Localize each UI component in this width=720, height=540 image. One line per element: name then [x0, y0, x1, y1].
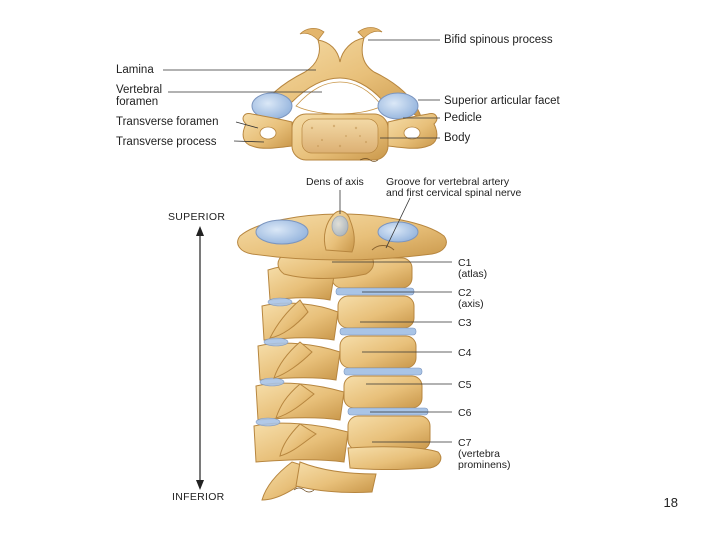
label-c4: C4	[458, 347, 472, 359]
label-c7-prominens: prominens)	[458, 459, 511, 471]
label-c2-axis: (axis)	[458, 298, 484, 310]
label-c5: C5	[458, 379, 472, 391]
label-transverse-process: Transverse process	[116, 136, 217, 148]
label-transverse-foramen: Transverse foramen	[116, 116, 219, 128]
label-c7: C7	[458, 437, 472, 449]
label-vertebral-foramen-line2: foramen	[116, 96, 159, 108]
label-c1-atlas: (atlas)	[458, 268, 488, 280]
label-lamina: Lamina	[116, 64, 154, 76]
label-bifid-spinous-process: Bifid spinous process	[444, 34, 553, 46]
label-c3: C3	[458, 317, 472, 329]
superior-inferior-arrow	[196, 226, 204, 490]
label-c1: C1	[458, 257, 472, 269]
label-groove-line1: Groove for vertebral artery	[386, 176, 510, 188]
label-c7-vertebra: (vertebra	[458, 448, 501, 460]
label-body: Body	[444, 132, 471, 144]
label-superior-articular-facet: Superior articular facet	[444, 95, 560, 107]
label-vertebral-foramen-line1: Vertebral	[116, 84, 163, 96]
label-c6: C6	[458, 407, 472, 419]
cervical-vertebra-superior-view	[242, 27, 438, 162]
label-superior: SUPERIOR	[168, 211, 226, 223]
lateral-view-leader-lines	[332, 190, 452, 443]
label-inferior: INFERIOR	[172, 491, 225, 503]
label-c2: C2	[458, 287, 472, 299]
label-dens-of-axis: Dens of axis	[306, 176, 364, 188]
top-view-leader-lines	[163, 39, 440, 143]
page-number: 18	[663, 495, 678, 510]
cervical-spine-posterolateral-view	[237, 210, 447, 501]
label-groove-line2: and first cervical spinal nerve	[386, 187, 522, 199]
label-pedicle: Pedicle	[444, 112, 482, 124]
